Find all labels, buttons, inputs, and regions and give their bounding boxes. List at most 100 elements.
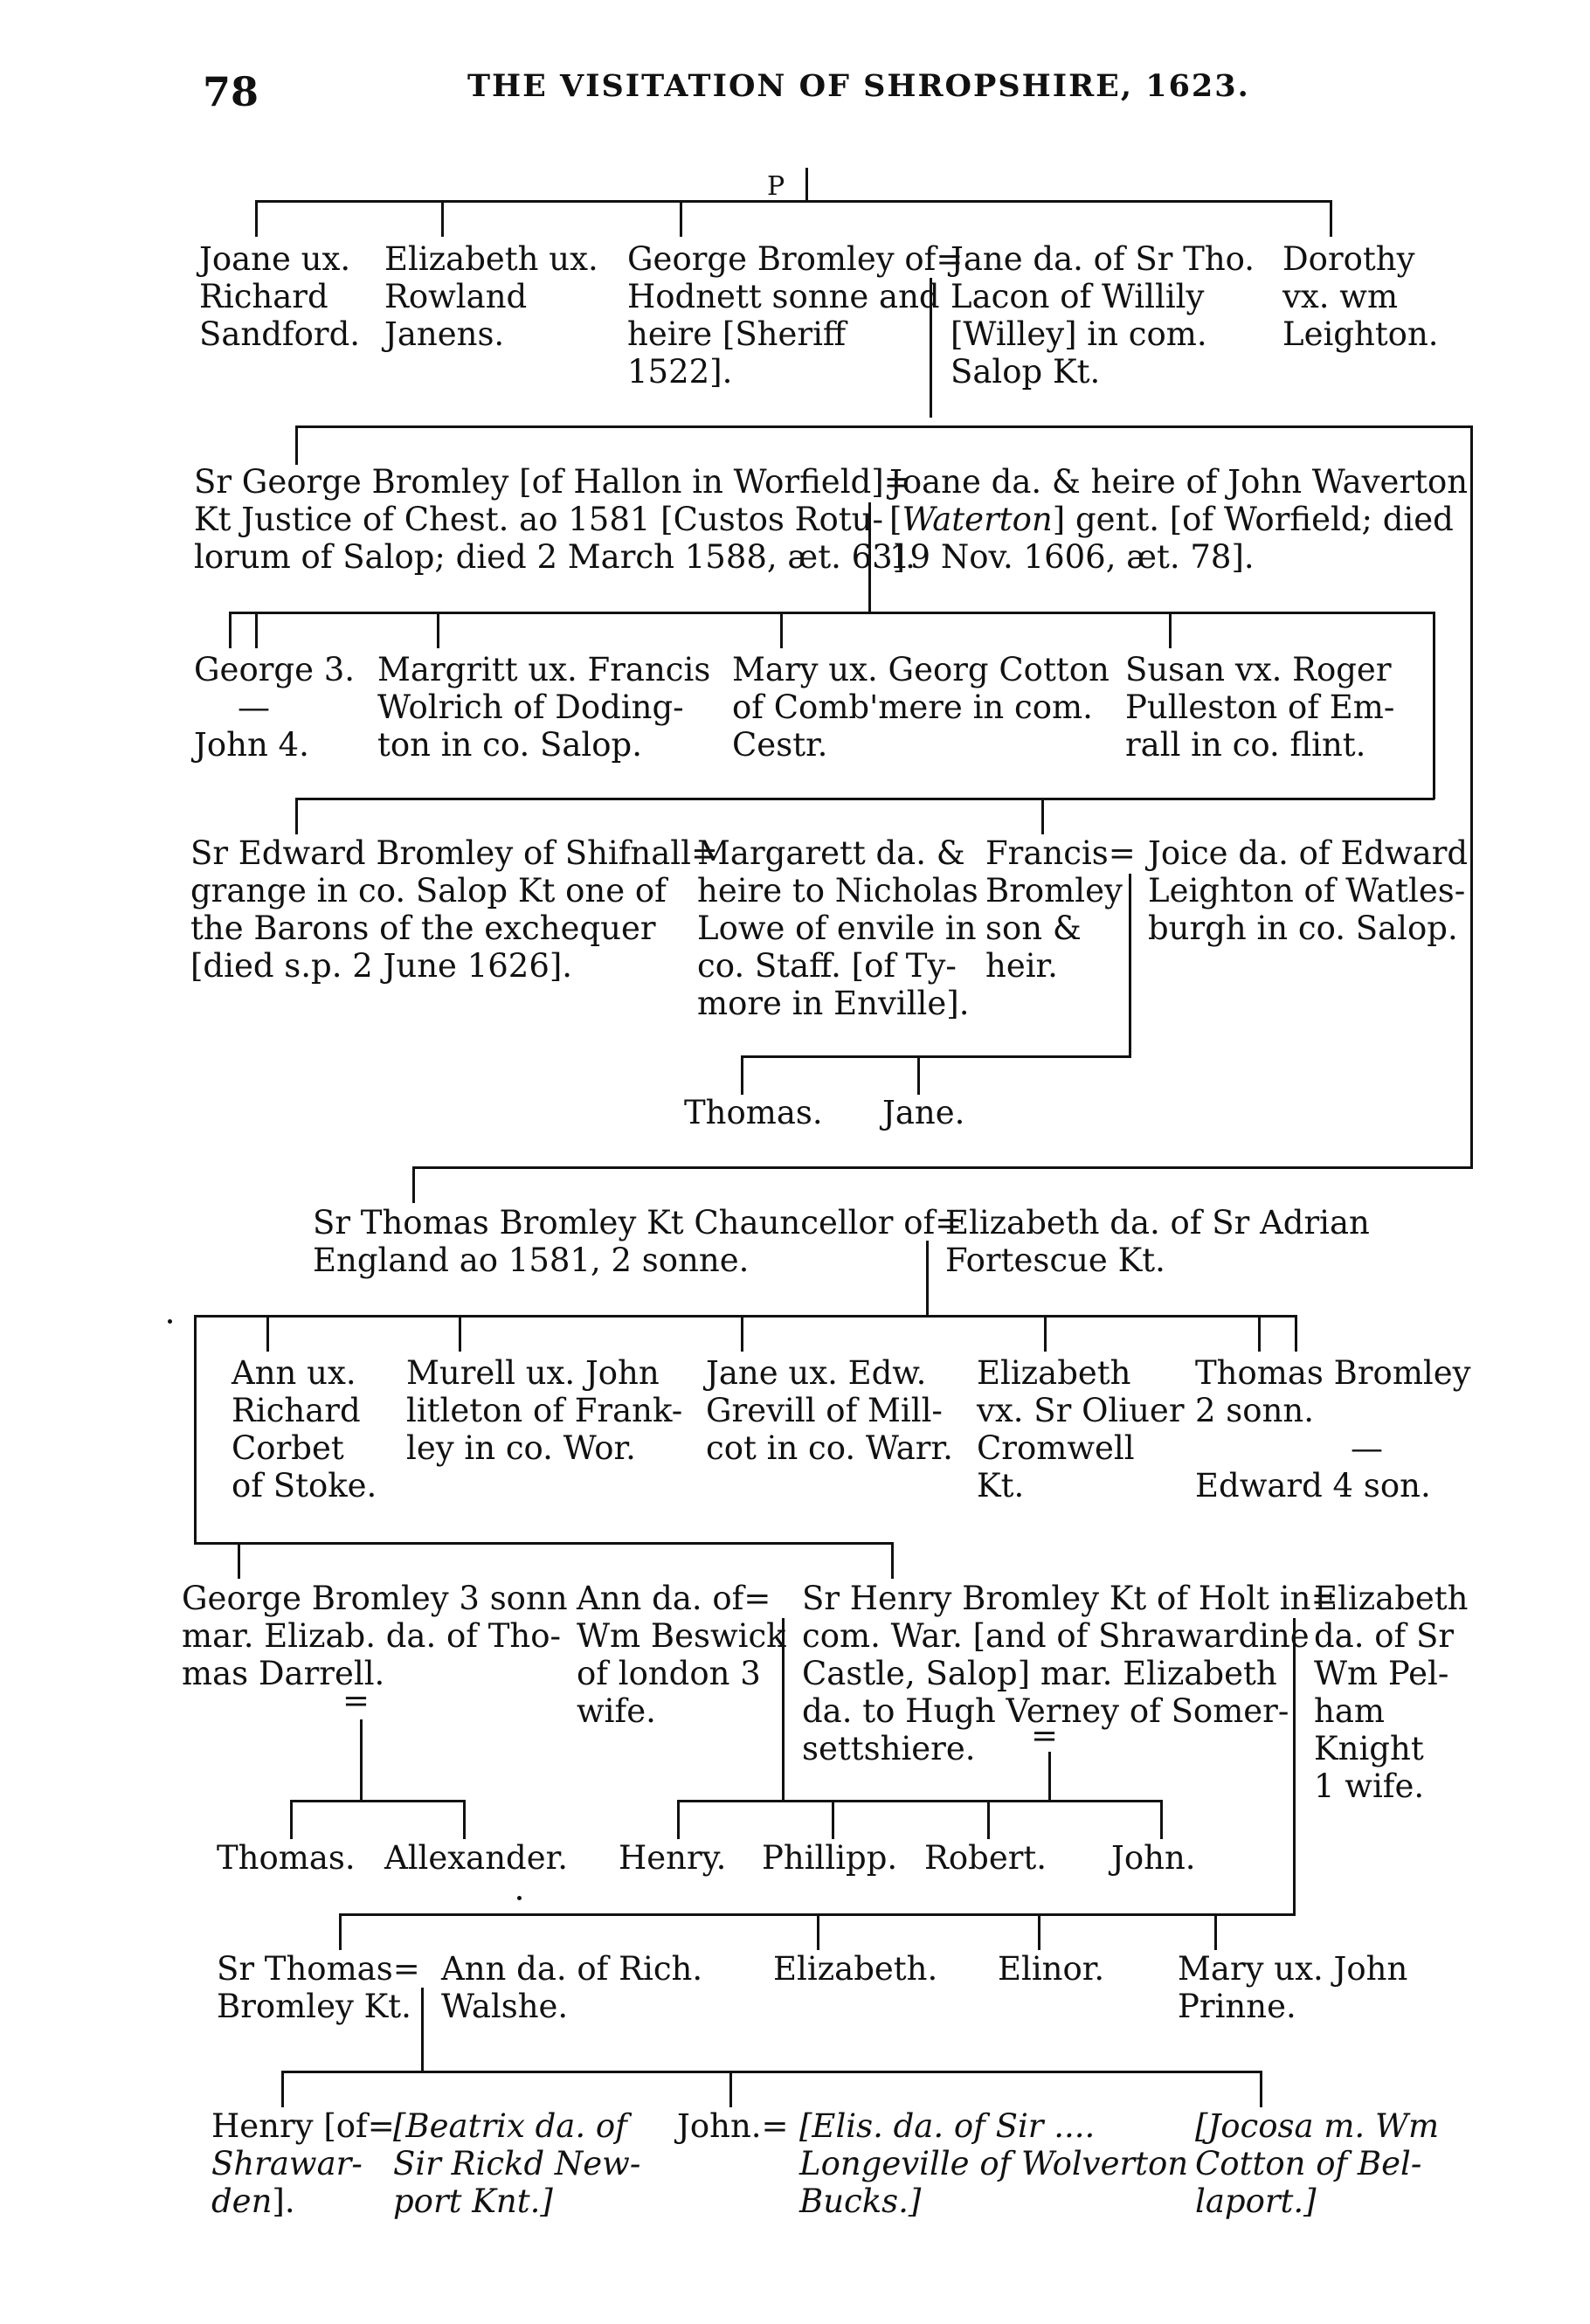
sibling-line <box>677 1800 1162 1802</box>
marriage-line <box>1293 1618 1296 1915</box>
sibling-line <box>194 1315 1296 1318</box>
sibling-line <box>255 200 1331 203</box>
descent-line <box>463 1800 466 1839</box>
entry-elis-longeville: [Elis. da. of Sir ....Longeville of Wolv… <box>799 2107 1189 2220</box>
sibling-line <box>741 1055 1131 1058</box>
descent-line <box>238 1542 240 1579</box>
descent-line <box>677 1800 680 1839</box>
descent-line <box>1038 1913 1040 1950</box>
entry-george-john: George 3.—John 4. <box>194 651 356 764</box>
descent-line <box>917 1055 920 1095</box>
descent-line <box>360 1719 363 1800</box>
descent-line <box>255 200 258 237</box>
entry-elizabeth: Elizabeth. <box>773 1950 938 1988</box>
descent-line <box>295 425 298 465</box>
descent-line <box>1044 1315 1047 1352</box>
descent-line <box>805 168 808 201</box>
descent-line <box>1470 425 1473 1168</box>
marriage-line <box>782 1618 785 1802</box>
entry-jane-grevill: Jane ux. Edw.Grevill of Mill-cot in co. … <box>706 1354 953 1467</box>
descent-line <box>1041 798 1044 834</box>
descent-line <box>680 200 682 237</box>
issue-symbol: = <box>342 1682 370 1719</box>
descent-line <box>729 2071 732 2107</box>
entry-john: John.= <box>677 2107 789 2145</box>
child-john: John. <box>1111 1839 1196 1877</box>
descent-line <box>891 1542 894 1579</box>
descent-line <box>281 2071 284 2107</box>
descent-line <box>1258 1315 1261 1352</box>
descent-line <box>1169 612 1172 648</box>
descent-line <box>194 1315 197 1544</box>
entry-henry-shrawarden: Henry [of=Shrawar-den]. <box>211 2107 395 2220</box>
descent-line <box>741 1315 743 1352</box>
descent-line <box>339 1913 342 1950</box>
entry-joane-waverton: Joane da. & heire of John Waverton [Wate… <box>889 463 1469 576</box>
entry-ann-walshe: Ann da. of Rich.Walshe. <box>441 1950 703 2025</box>
child-thomas: Thomas. <box>684 1094 823 1131</box>
sibling-line <box>229 612 1434 614</box>
child-phillipp: Phillipp. <box>762 1839 898 1877</box>
ink-dot <box>168 1319 172 1324</box>
entry-elinor: Elinor. <box>998 1950 1105 1988</box>
descent-line <box>1260 2071 1262 2107</box>
marriage-line <box>421 1988 424 2053</box>
entry-jane-lacon: Jane da. of Sr Tho.Lacon of Willily[Will… <box>951 240 1255 391</box>
marriage-line <box>930 278 932 418</box>
descent-line <box>987 1800 990 1839</box>
sibling-line <box>412 1166 1473 1169</box>
descent-line <box>1160 1800 1163 1839</box>
descent-line <box>290 1800 293 1839</box>
running-title: THE VISITATION OF SHROPSHIRE, 1623. <box>467 68 1250 104</box>
descent-line <box>295 798 298 834</box>
descent-line <box>255 612 258 648</box>
marriage-line <box>926 1241 929 1315</box>
page-number: 78 <box>203 68 259 115</box>
descent-line <box>1433 612 1435 799</box>
child-henry: Henry. <box>619 1839 727 1877</box>
child-thomas: Thomas. <box>217 1839 356 1877</box>
descent-line <box>421 2053 424 2072</box>
marriage-line <box>868 502 871 612</box>
descent-line <box>412 1166 415 1203</box>
descent-line <box>459 1315 461 1352</box>
ink-dot <box>517 1896 522 1900</box>
entry-sir-george-bromley: Sr George Bromley [of Hallon in Worfield… <box>194 463 916 576</box>
sibling-line <box>281 2071 1262 2073</box>
entry-sir-henry-bromley: Sr Henry Bromley Kt of Holt in=com. War.… <box>802 1580 1338 1767</box>
descent-line <box>832 1800 834 1839</box>
entry-sir-thomas-bromley: Sr Thomas=Bromley Kt. <box>217 1950 420 2025</box>
issue-symbol: = <box>1031 1717 1059 1754</box>
sibling-line <box>290 1800 465 1802</box>
child-jane: Jane. <box>882 1094 965 1131</box>
entry-sir-thomas-bromley-chancellor: Sr Thomas Bromley Kt Chauncellor of=Engl… <box>313 1204 963 1279</box>
child-robert: Robert. <box>924 1839 1047 1877</box>
descent-line <box>780 612 783 648</box>
entry-sir-edward-bromley: Sr Edward Bromley of Shifnall=grange in … <box>190 834 718 985</box>
descent-line <box>1295 1315 1297 1352</box>
descent-line <box>741 1055 743 1095</box>
p-marker: P <box>767 171 785 202</box>
descent-line <box>1214 1913 1217 1950</box>
descent-line <box>817 1913 819 1950</box>
sibling-line <box>295 425 1472 428</box>
descent-line <box>229 612 232 648</box>
